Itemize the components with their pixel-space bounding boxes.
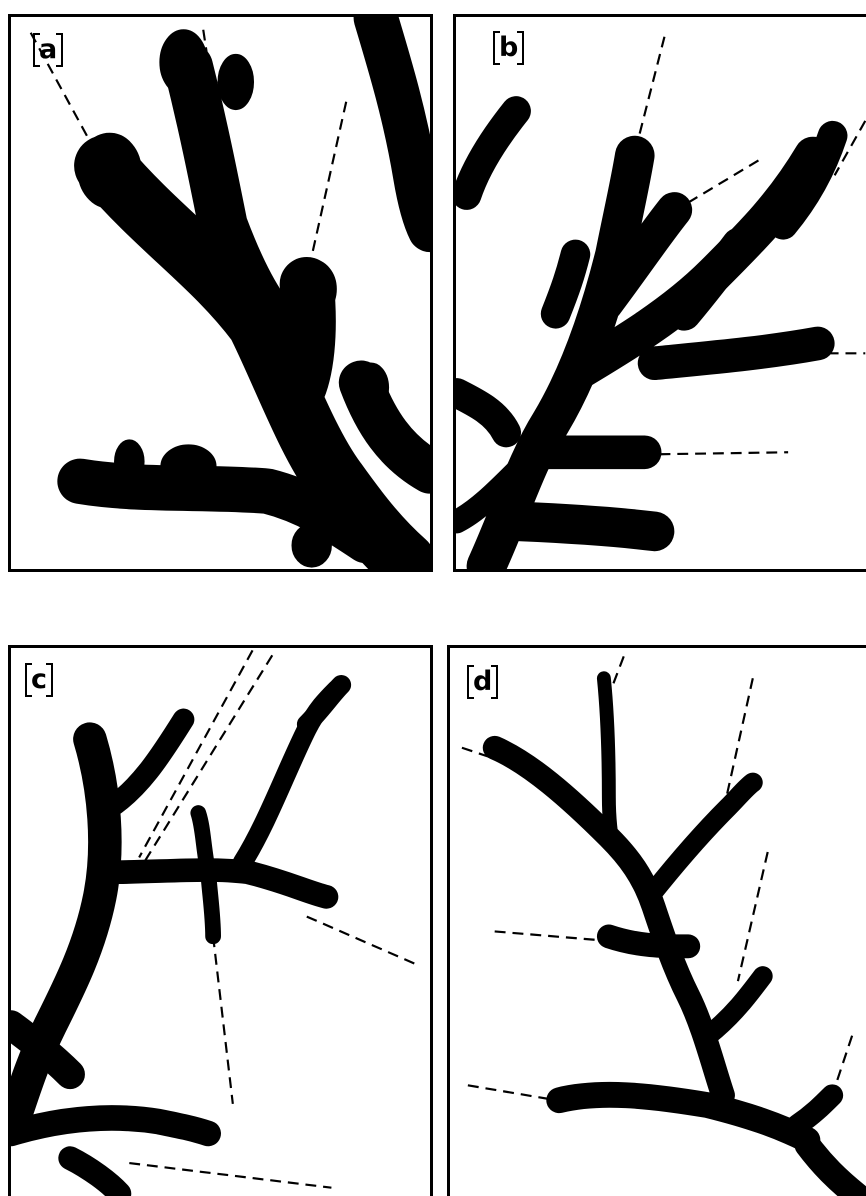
dendrite-upper-branch	[556, 254, 576, 313]
dendrite-mid-arm	[609, 936, 688, 946]
dendrite-droplet	[208, 872, 213, 936]
dendrite-tip	[292, 524, 331, 567]
dendrite-right-arm	[708, 976, 763, 1036]
dendrite-bottom-arm	[559, 1095, 807, 1140]
dashed-guide-line	[611, 656, 624, 690]
panel-a: a	[8, 14, 433, 572]
dendrite-upper-right	[654, 783, 753, 892]
panel-label-b: b	[493, 31, 524, 65]
panel-d: d	[447, 645, 866, 1196]
dashed-guide-line	[129, 1163, 331, 1188]
dendrite-figure-a	[11, 17, 430, 569]
panel-c: c	[8, 645, 433, 1196]
dashed-guide-line	[213, 936, 233, 1104]
dendrite-lower-right	[655, 343, 818, 363]
panel-label-a: a	[33, 33, 63, 67]
dendrite-tip	[287, 259, 336, 318]
dashed-guide-line	[660, 452, 789, 454]
dendrite-top-stem	[604, 678, 614, 847]
dendrite-tip	[353, 363, 388, 412]
dendrite-horizontal-arm	[110, 870, 327, 897]
dendrite-right-tip	[307, 685, 342, 724]
dendrite-tip	[160, 30, 207, 95]
dendrite-side-arm	[684, 245, 738, 314]
dashed-guide-line	[684, 160, 758, 205]
dendrite-figure-c	[11, 648, 430, 1196]
panel-label-d: d	[467, 665, 498, 699]
panel-label-c: c	[25, 663, 53, 697]
dashed-guide-line	[495, 931, 614, 941]
dashed-guide-line	[309, 102, 346, 270]
dendrite-tip	[218, 54, 253, 109]
dendrite-bottom-right	[797, 1095, 832, 1125]
dendrite-bottom-stub	[70, 1158, 119, 1193]
dendrite-tip	[115, 440, 145, 483]
dendrite-tip	[78, 133, 141, 208]
dendrite-tip	[161, 445, 216, 488]
dashed-guide-line	[307, 917, 415, 964]
dendrite-figure-b	[456, 17, 866, 569]
dashed-guide-line	[738, 852, 768, 981]
dendrite-tail	[807, 1145, 857, 1196]
dendrite-top-left	[467, 111, 516, 195]
dendrite-bottom-arm	[521, 522, 655, 532]
dendrite-top-right	[376, 18, 430, 230]
dendrite-bottom-arm	[11, 1118, 208, 1134]
panel-b: b	[453, 14, 866, 572]
dendrite-mid-right	[198, 813, 208, 872]
dendrite-left-piece	[457, 393, 506, 433]
dendrite-figure-d	[450, 648, 866, 1196]
